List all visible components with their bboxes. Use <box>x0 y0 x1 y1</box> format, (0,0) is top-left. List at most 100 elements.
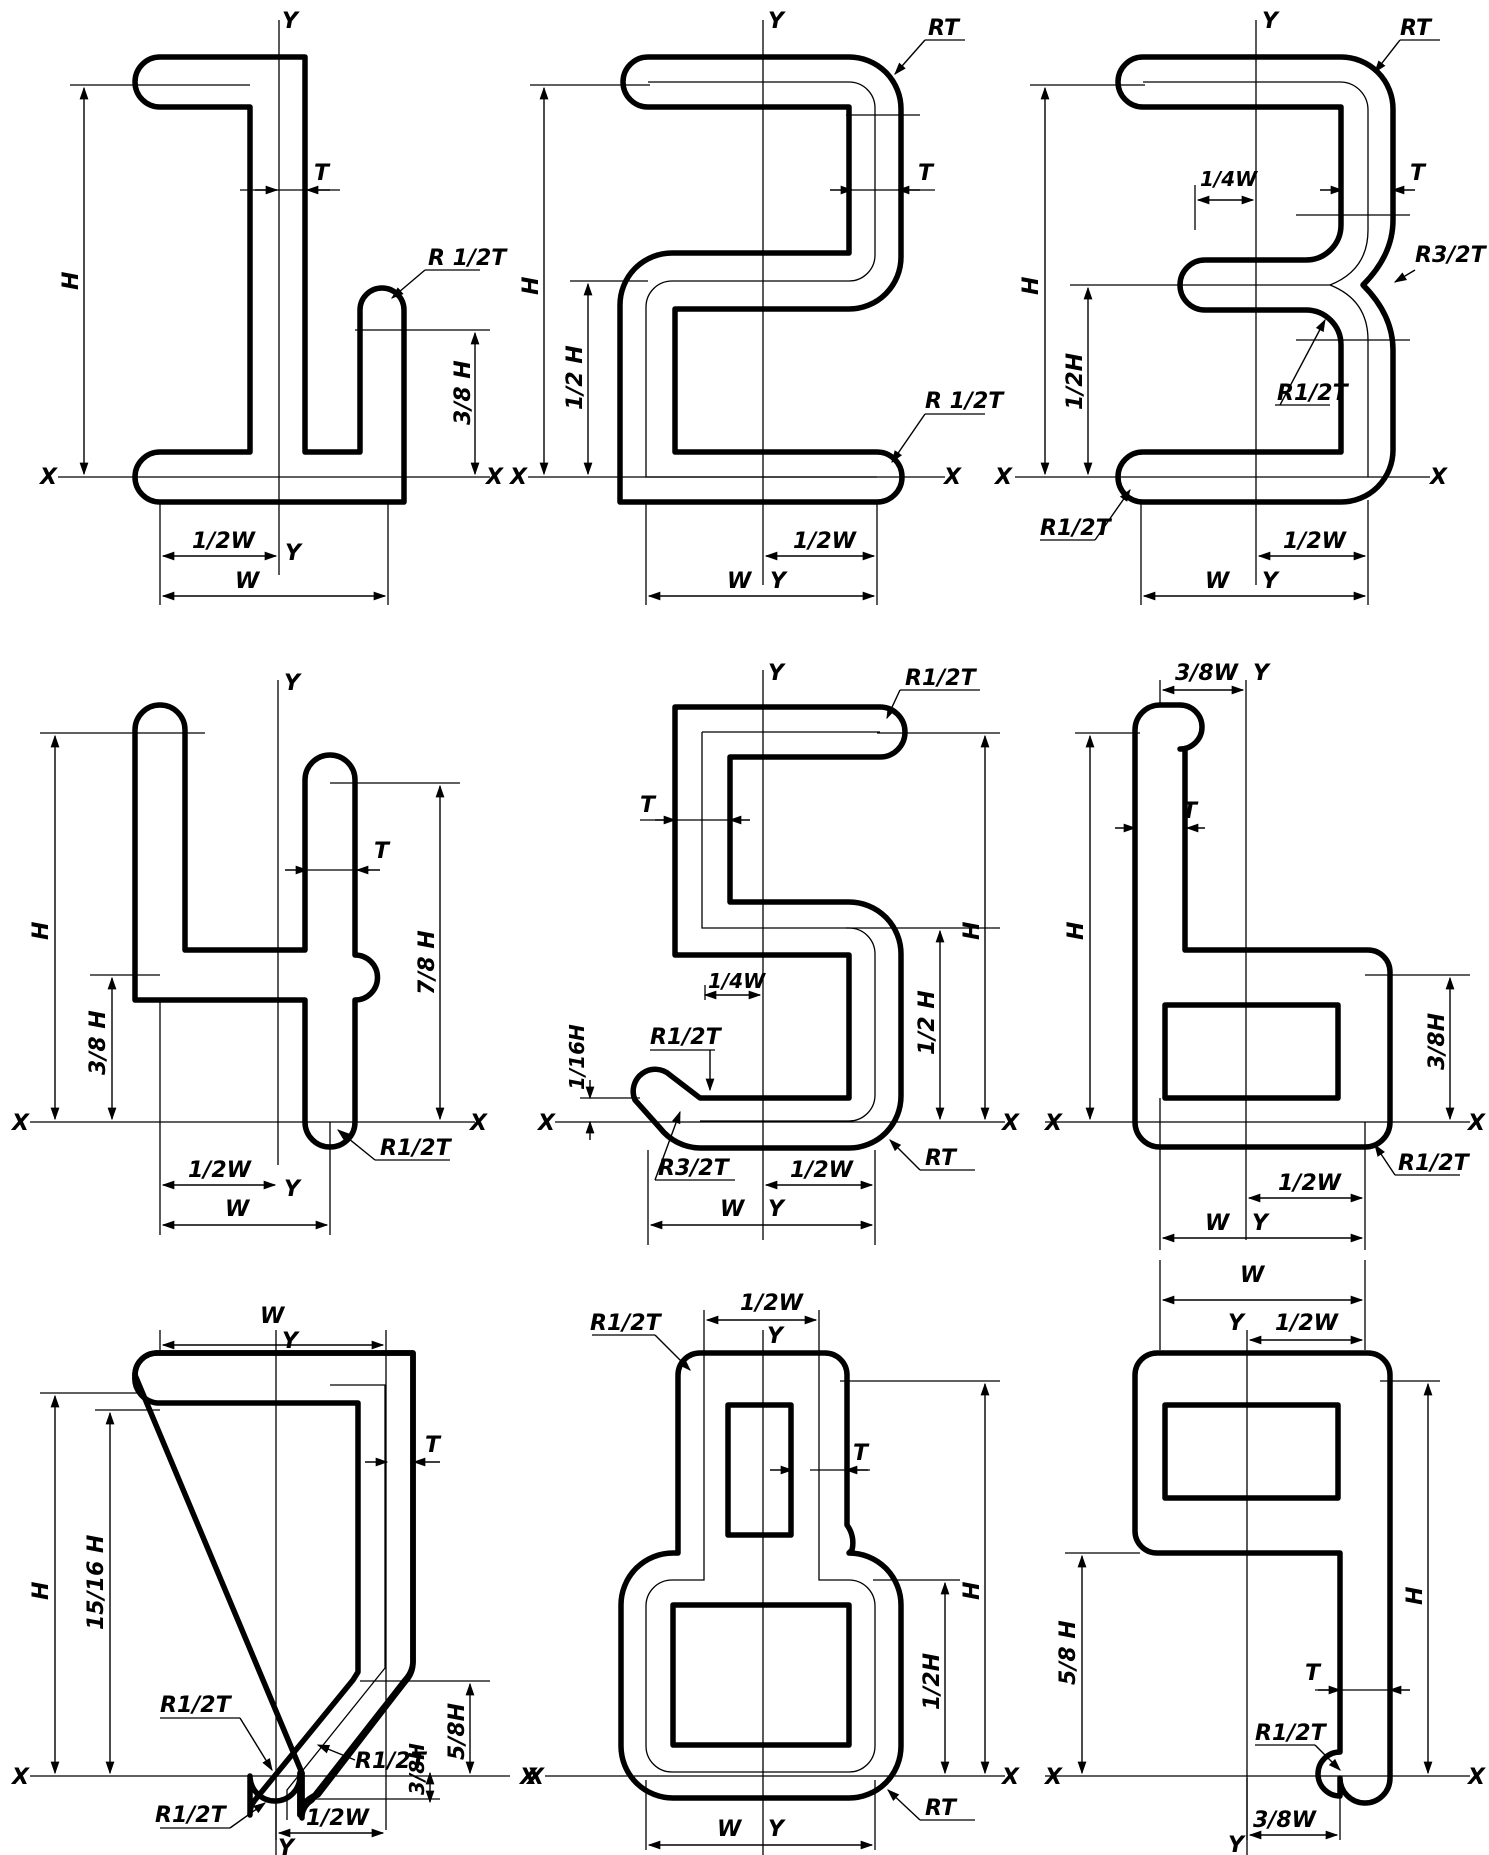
digit-4-label-1: T <box>374 839 391 864</box>
digit-6-label-0: 3/8W <box>1175 661 1240 686</box>
digit-1-label-6: R 1/2T <box>428 246 508 271</box>
digit-1-outline <box>132 54 407 505</box>
digit-5-label-10: R3/2T <box>658 1156 731 1181</box>
digit-4-label-5: X <box>10 1111 30 1136</box>
digit-1-label-4: H <box>59 272 84 290</box>
digit-7-label-7: 5/8H <box>445 1703 470 1760</box>
digit-5-label-0: Y <box>768 661 786 686</box>
digit-3: Y RT T 1/4W R3/2T H 1/2H R1/2T X X R1/2T… <box>993 9 1488 605</box>
digit-2-label-0: Y <box>768 9 786 34</box>
digit-6-label-2: T <box>1182 799 1199 824</box>
digit-1-label-1: X <box>38 465 58 490</box>
digit-8: 1/2W R1/2T Y T H 1/2H X X RT W Y <box>525 1291 1020 1855</box>
digit-1-label-3: T <box>314 161 331 186</box>
digit-9-label-6: R1/2T <box>1255 1721 1328 1746</box>
digit-9-label-10: Y <box>1228 1833 1246 1855</box>
digit-8-label-0: 1/2W <box>740 1291 805 1316</box>
digit-8-label-10: Y <box>768 1817 786 1842</box>
digit-2-label-7: X <box>942 465 962 490</box>
digit-1-label-5: 3/8 H <box>451 360 476 425</box>
digit-7-label-9: X <box>10 1765 30 1790</box>
digit-9: W Y 1/2W H 5/8 H T R1/2T X X 3/8W Y <box>1043 1260 1486 1855</box>
digit-5-label-5: 1/4W <box>708 969 766 993</box>
digit-8-label-8: RT <box>925 1796 958 1821</box>
digit-2-label-8: 1/2W <box>793 529 858 554</box>
digit-6-label-9: W <box>1205 1211 1231 1236</box>
digit-8-label-5: 1/2H <box>920 1653 945 1710</box>
digit-3-label-0: Y <box>1262 9 1280 34</box>
digit-4: Y T H 7/8 H 3/8 H X X R1/2T 1/2W Y W <box>10 671 488 1235</box>
digit-8-label-4: H <box>960 1582 985 1600</box>
digit-2-label-5: R 1/2T <box>925 389 1005 414</box>
digit-7-label-10: X <box>518 1765 538 1790</box>
digit-3-label-8: X <box>993 465 1013 490</box>
digit-7-label-11: R1/2T <box>155 1803 228 1828</box>
digit-6-label-4: 3/8H <box>1425 1013 1450 1070</box>
digit-7-label-5: R1/2T <box>160 1693 233 1718</box>
digit-8-label-1: R1/2T <box>590 1311 663 1336</box>
digit-7-label-1: Y <box>282 1329 300 1354</box>
digit-7-stem <box>132 1372 361 1818</box>
digit-6-label-3: H <box>1064 922 1089 940</box>
digit-8-label-2: Y <box>767 1324 785 1349</box>
digit-7: W Y T H 15/16 H R1/2T R1/2T 5/8H 3/8H X … <box>10 1304 538 1855</box>
digit-4-label-0: Y <box>284 671 302 696</box>
digit-6-outline <box>1132 702 1393 1150</box>
digit-9-label-7: X <box>1043 1765 1063 1790</box>
digit-2-label-2: T <box>918 161 935 186</box>
digit-2-label-1: RT <box>928 16 961 41</box>
digit-3-label-5: H <box>1019 277 1044 295</box>
digit-5-label-12: RT <box>925 1146 958 1171</box>
digit-8-label-7: X <box>1000 1765 1020 1790</box>
digit-8-label-9: W <box>717 1817 743 1842</box>
digit-3-outline <box>1115 54 1396 505</box>
digit-3-label-2: T <box>1410 161 1427 186</box>
digit-4-label-9: Y <box>284 1177 302 1202</box>
digit-5: Y R1/2T T H 1/2 H 1/4W R1/2T 1/16H X X R… <box>536 661 1020 1245</box>
digit-4-label-8: 1/2W <box>188 1158 253 1183</box>
digit-5-label-9: X <box>1000 1111 1020 1136</box>
digit-1-label-9: Y <box>285 541 303 566</box>
digit-2-label-4: 1/2 H <box>563 345 588 410</box>
digit-2-label-10: Y <box>770 569 788 594</box>
digit-2-label-3: H <box>519 277 544 295</box>
digit-8-label-3: T <box>853 1441 870 1466</box>
digit-5-label-8: X <box>536 1111 556 1136</box>
digit-9-label-9: 3/8W <box>1253 1808 1318 1833</box>
digit-5-label-3: H <box>960 922 985 940</box>
digit-2-label-6: X <box>508 465 528 490</box>
digit-1-label-2: X <box>484 465 504 490</box>
digit-9-counter <box>1162 1402 1341 1501</box>
digit-5-label-6: R1/2T <box>650 1025 723 1050</box>
digit-3-label-6: 1/2H <box>1063 353 1088 410</box>
digit-3-label-1: RT <box>1400 16 1433 41</box>
digit-6-label-7: R1/2T <box>1398 1151 1471 1176</box>
digit-5-label-7: 1/16H <box>565 1024 589 1090</box>
digit-6: 3/8W Y T H 3/8H X X R1/2T 1/2W W Y <box>1043 661 1486 1250</box>
digit-1: Y X X T H 3/8 H R 1/2T 1/2W W Y <box>38 9 508 605</box>
digit-9-label-2: 1/2W <box>1275 1311 1340 1336</box>
digit-9-label-4: 5/8 H <box>1056 1620 1081 1685</box>
digit-7-outline-main <box>132 1350 416 1818</box>
digit-5-outline <box>630 704 908 1151</box>
digit-6-counter <box>1162 1002 1341 1101</box>
digit-5-label-11: 1/2W <box>790 1158 855 1183</box>
digit-7-label-4: 15/16 H <box>84 1535 109 1630</box>
digit-1-label-8: W <box>235 569 261 594</box>
digit-6-label-10: Y <box>1252 1211 1270 1236</box>
digit-5-label-13: W <box>720 1197 746 1222</box>
digit-3-label-12: W <box>1205 569 1231 594</box>
digit-7-label-13: Y <box>278 1836 296 1855</box>
digit-1-label-0: Y <box>282 9 300 34</box>
digit-5-label-1: R1/2T <box>905 666 978 691</box>
digit-9-label-8: X <box>1466 1765 1486 1790</box>
digit-9-label-0: W <box>1240 1263 1266 1288</box>
digit-9-label-3: H <box>1403 1587 1428 1605</box>
digit-7-shape <box>132 1350 416 1818</box>
digit-3-label-4: R3/2T <box>1415 243 1488 268</box>
digit-8-outline <box>618 1350 904 1801</box>
digit-3-label-3: 1/4W <box>1200 167 1258 191</box>
digit-3-label-10: R1/2T <box>1040 516 1113 541</box>
digit-2-label-9: W <box>727 569 753 594</box>
